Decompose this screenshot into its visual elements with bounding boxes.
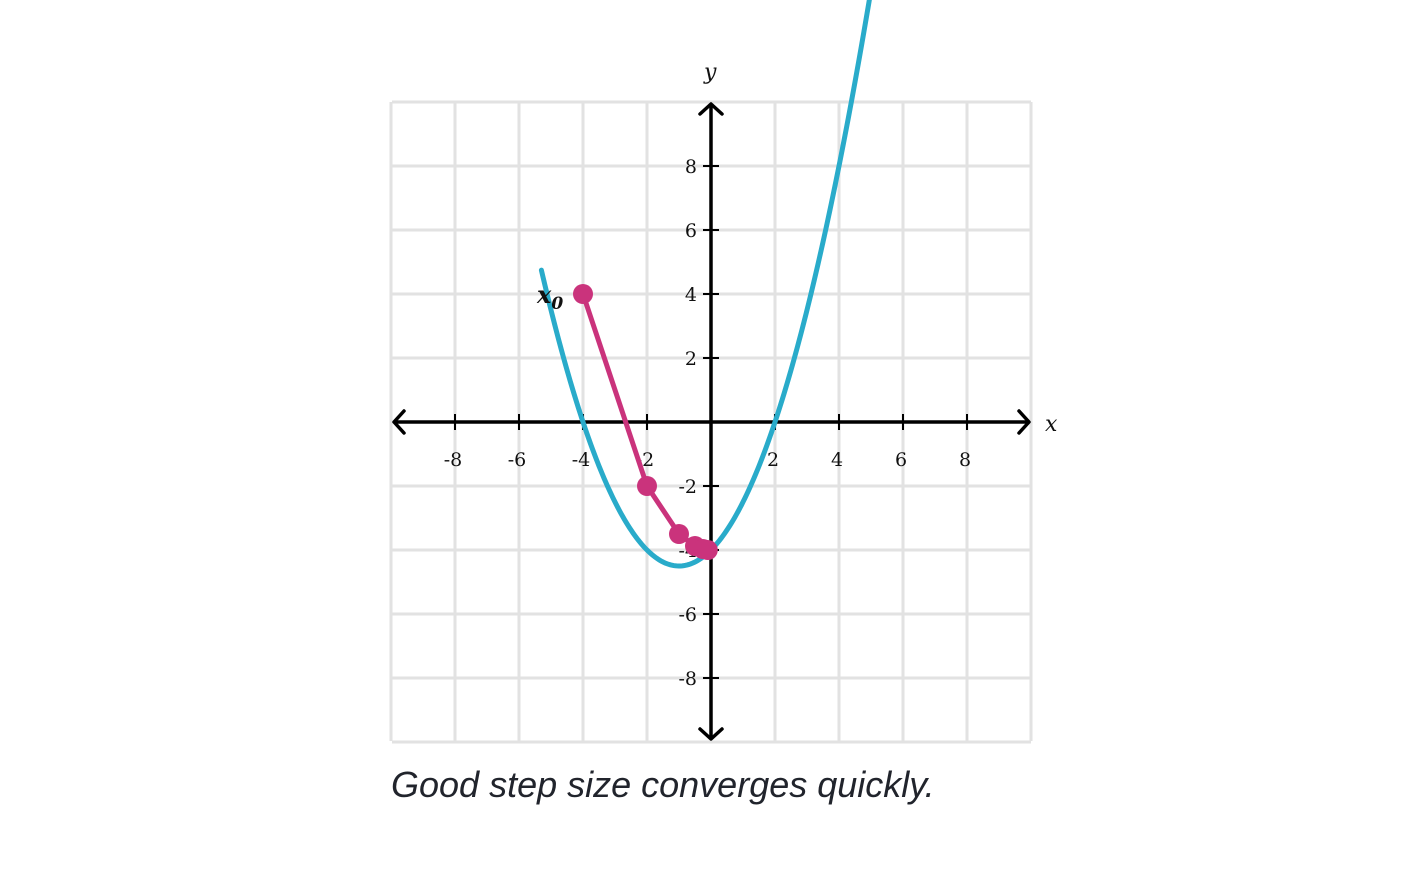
y-tick-label: 4 bbox=[685, 284, 697, 306]
x-tick-label: 6 bbox=[895, 449, 907, 471]
start-point bbox=[573, 284, 593, 304]
x-tick-label: -4 bbox=[572, 449, 591, 471]
descent-point bbox=[697, 540, 718, 560]
y-tick-label: -6 bbox=[678, 604, 697, 626]
y-tick-label: 6 bbox=[685, 220, 697, 242]
y-tick-label: 2 bbox=[685, 348, 697, 370]
y-axis-arrow-up bbox=[698, 102, 724, 116]
x-tick-label: -6 bbox=[508, 449, 527, 471]
x-axis-arrow-left bbox=[392, 409, 406, 435]
axes bbox=[392, 102, 1031, 741]
start-point-label: x0 bbox=[536, 280, 563, 314]
labels: x y x0 bbox=[536, 60, 1058, 437]
x-axis-label: x bbox=[1045, 412, 1058, 437]
x-tick-label: 2 bbox=[767, 449, 779, 471]
x-tick-label: 4 bbox=[831, 449, 843, 471]
y-tick-label: -2 bbox=[678, 476, 697, 498]
x-tick-label: 8 bbox=[959, 449, 971, 471]
descent-path bbox=[573, 284, 718, 560]
start-point-label-sub: 0 bbox=[551, 294, 563, 314]
y-axis-label: y bbox=[703, 60, 717, 85]
start-point-label-main: x bbox=[536, 280, 552, 309]
y-axis-arrow-down bbox=[698, 727, 724, 741]
y-tick-label: 8 bbox=[685, 156, 697, 178]
descent-point bbox=[637, 476, 657, 496]
chart-caption: Good step size converges quickly. bbox=[391, 764, 935, 805]
x-tick-label: -8 bbox=[444, 449, 463, 471]
y-tick-label: -8 bbox=[678, 668, 697, 690]
x-axis-arrow-right bbox=[1017, 409, 1031, 435]
descent-point bbox=[669, 524, 689, 544]
